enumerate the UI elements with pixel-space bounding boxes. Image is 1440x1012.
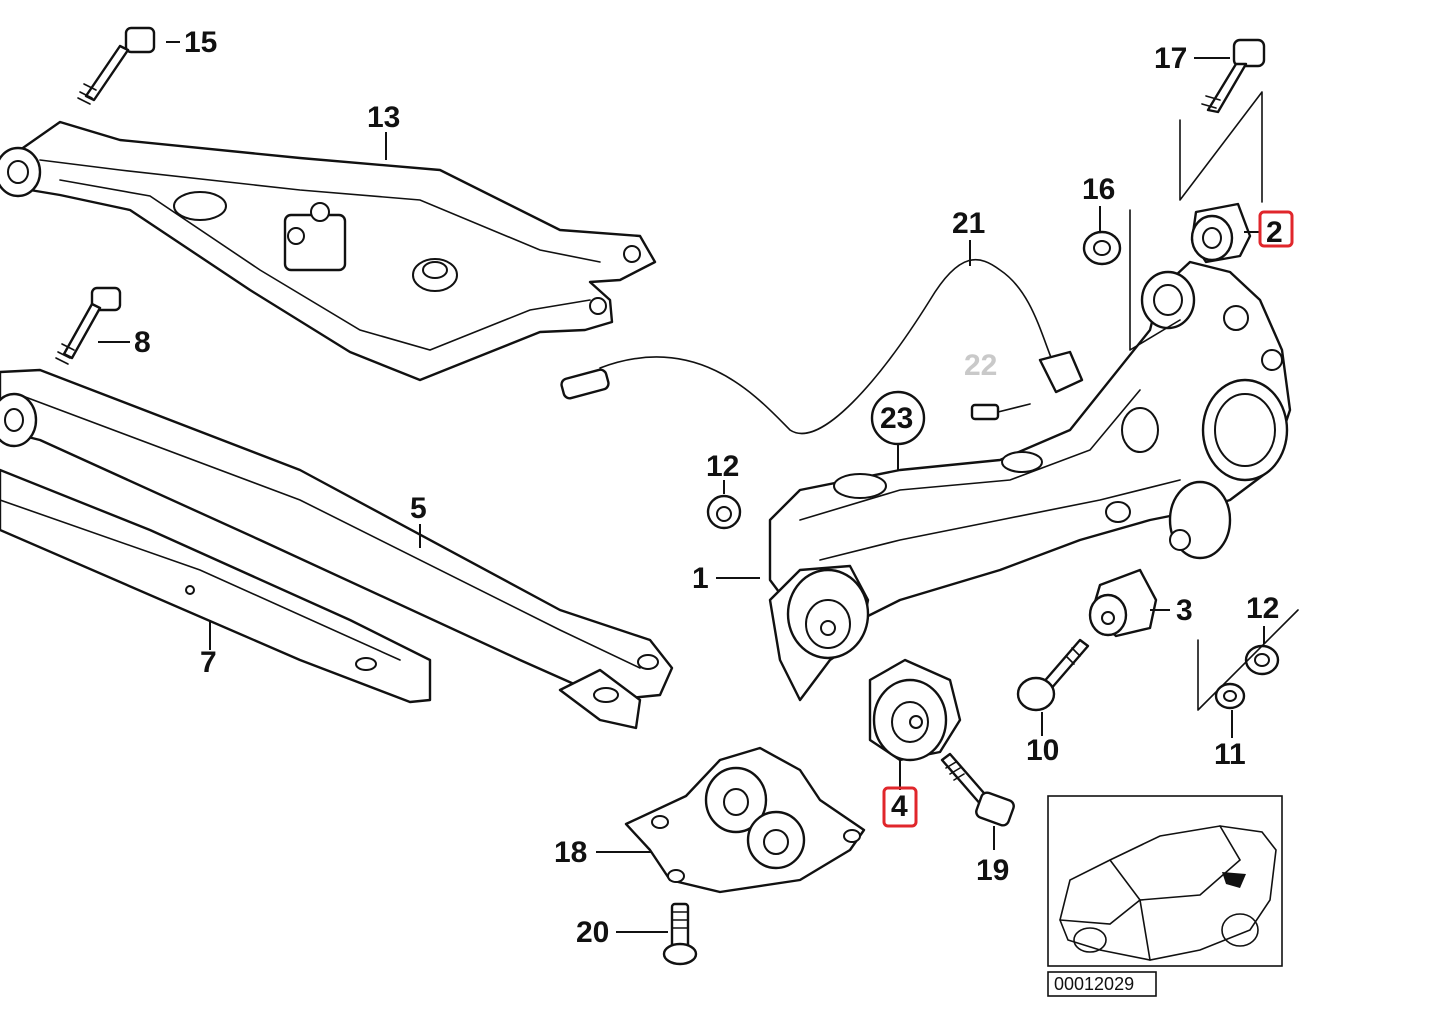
- label-13: 13: [367, 101, 400, 134]
- label-3: 3: [1176, 594, 1193, 627]
- label-8: 8: [134, 326, 151, 359]
- label-5: 5: [410, 492, 427, 525]
- nut-12-right[interactable]: [1244, 644, 1280, 676]
- upper-control-arm[interactable]: [0, 120, 657, 382]
- bushing-3[interactable]: [1088, 568, 1158, 638]
- trailing-arm-carrier[interactable]: [768, 260, 1292, 702]
- label-11: 11: [1214, 738, 1246, 771]
- bolt-17[interactable]: [1201, 38, 1266, 114]
- label-18: 18: [554, 836, 587, 869]
- label-4: 4: [891, 790, 908, 823]
- lower-link-arm[interactable]: [0, 368, 674, 702]
- label-16: 16: [1082, 173, 1115, 206]
- label-19: 19: [976, 854, 1009, 887]
- bolt-8[interactable]: [55, 286, 122, 365]
- screw-22[interactable]: [970, 403, 1031, 421]
- bolt-10[interactable]: [1016, 638, 1090, 712]
- label-7: 7: [200, 646, 217, 679]
- label-1: 1: [692, 562, 709, 595]
- mount-bracket[interactable]: [624, 746, 866, 894]
- nut-12-left[interactable]: [706, 494, 742, 530]
- label-2: 2: [1266, 216, 1283, 249]
- label-17: 17: [1154, 42, 1187, 75]
- highlight-4: [882, 786, 918, 828]
- highlight-2: [1258, 210, 1294, 248]
- part-numbers: 15 13 8 5 7 1 12 21 22 23 16 17 2 3 12 1…: [134, 26, 1283, 949]
- label-23: 23: [880, 402, 913, 435]
- washer-11[interactable]: [1214, 682, 1246, 710]
- bushing-2[interactable]: [1190, 202, 1252, 264]
- leader-lines: [98, 41, 1265, 933]
- label-10: 10: [1026, 734, 1059, 767]
- nut-16[interactable]: [1082, 230, 1122, 266]
- label-15: 15: [184, 26, 217, 59]
- label-12-right: 12: [1246, 592, 1279, 625]
- bolt-19[interactable]: [940, 752, 1015, 827]
- label-12-left: 12: [706, 450, 739, 483]
- label-20: 20: [576, 916, 609, 949]
- reference-code: 00012029: [1054, 974, 1134, 994]
- bolt-20[interactable]: [662, 902, 698, 966]
- label-22: 22: [964, 349, 997, 382]
- underbody-cover[interactable]: [0, 468, 642, 730]
- car-location-thumbnail: [1047, 795, 1283, 967]
- bushing-4[interactable]: [868, 658, 962, 762]
- label-21: 21: [952, 207, 985, 240]
- assembly-lines: [1129, 91, 1299, 711]
- reference-code-box: [1047, 971, 1157, 997]
- bolt-15[interactable]: [77, 26, 156, 105]
- brake-wear-sensor[interactable]: [560, 258, 1084, 435]
